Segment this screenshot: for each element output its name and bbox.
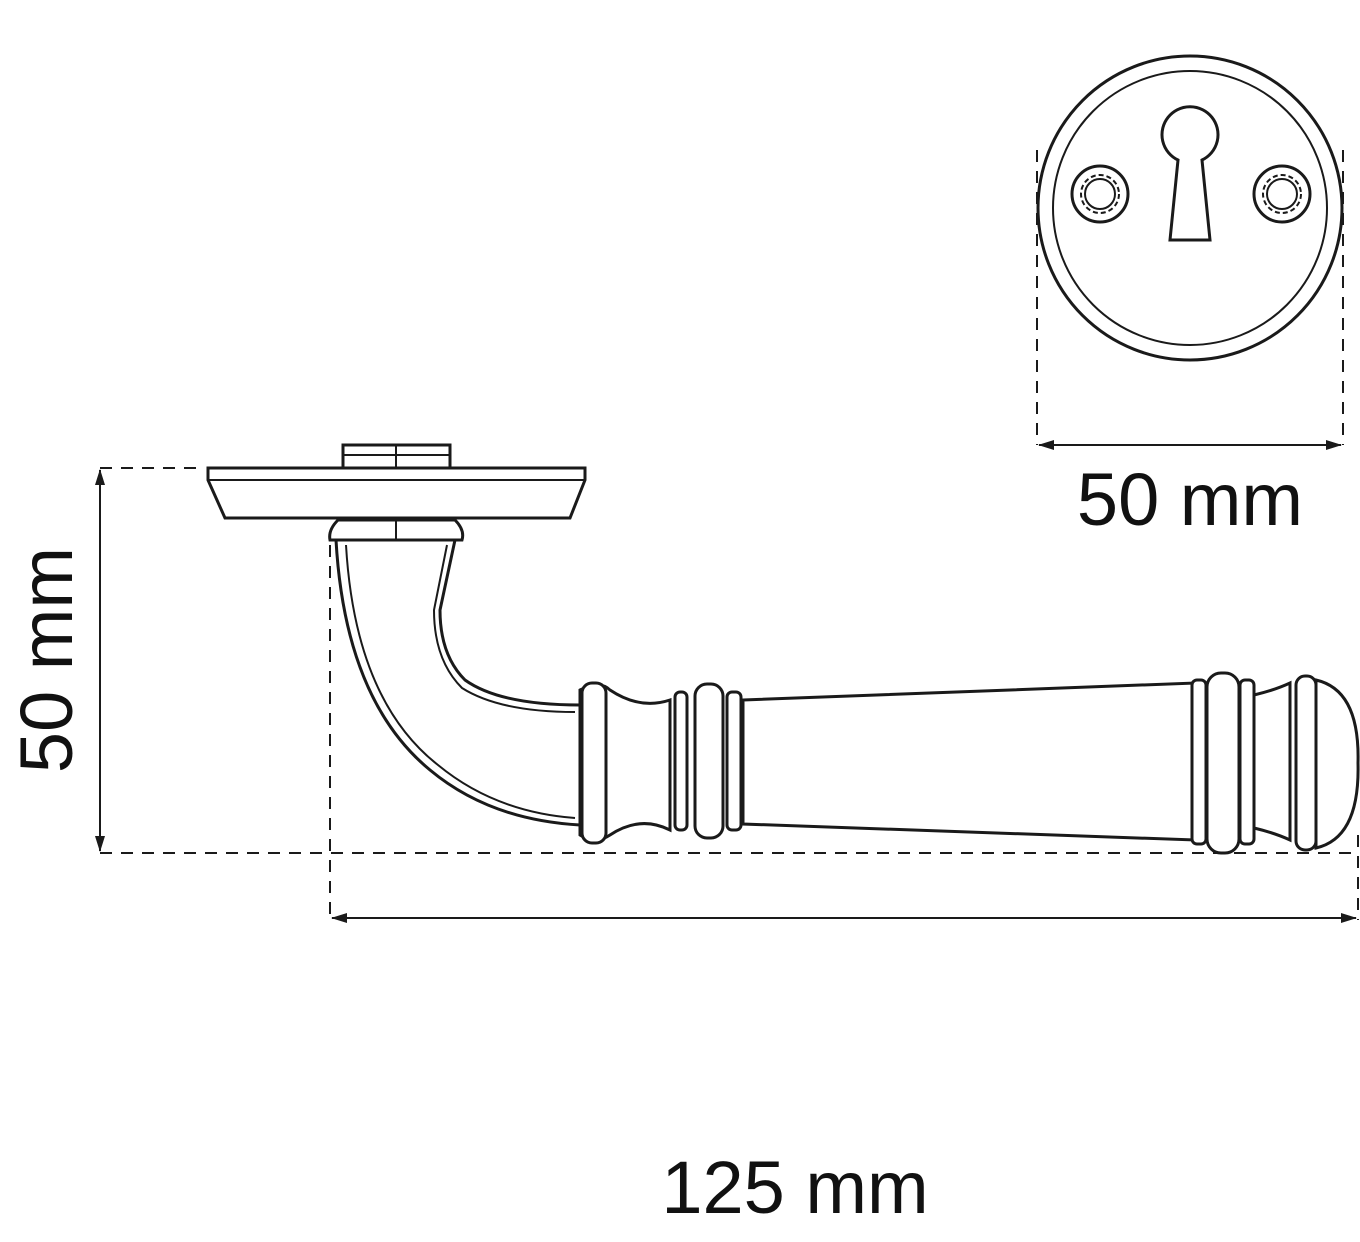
lever-height-label: 50 mm <box>5 547 88 773</box>
height-dimension: 50 mm <box>5 467 1360 854</box>
rosette-diameter-label: 50 mm <box>1077 458 1303 541</box>
lever-grip <box>741 681 1197 842</box>
mounting-plate <box>206 466 587 520</box>
rosette-dimension: 50 mm <box>1036 150 1344 541</box>
lever-handle <box>206 443 1360 855</box>
screw-right <box>1252 164 1312 224</box>
keyhole-icon <box>1160 105 1220 242</box>
length-dimension: 125 mm <box>329 545 1359 1229</box>
lever-length-label: 125 mm <box>661 1146 928 1229</box>
lever-end-cap <box>1314 678 1360 850</box>
screw-left <box>1070 164 1130 224</box>
escutcheon-rosette <box>1036 54 1344 362</box>
